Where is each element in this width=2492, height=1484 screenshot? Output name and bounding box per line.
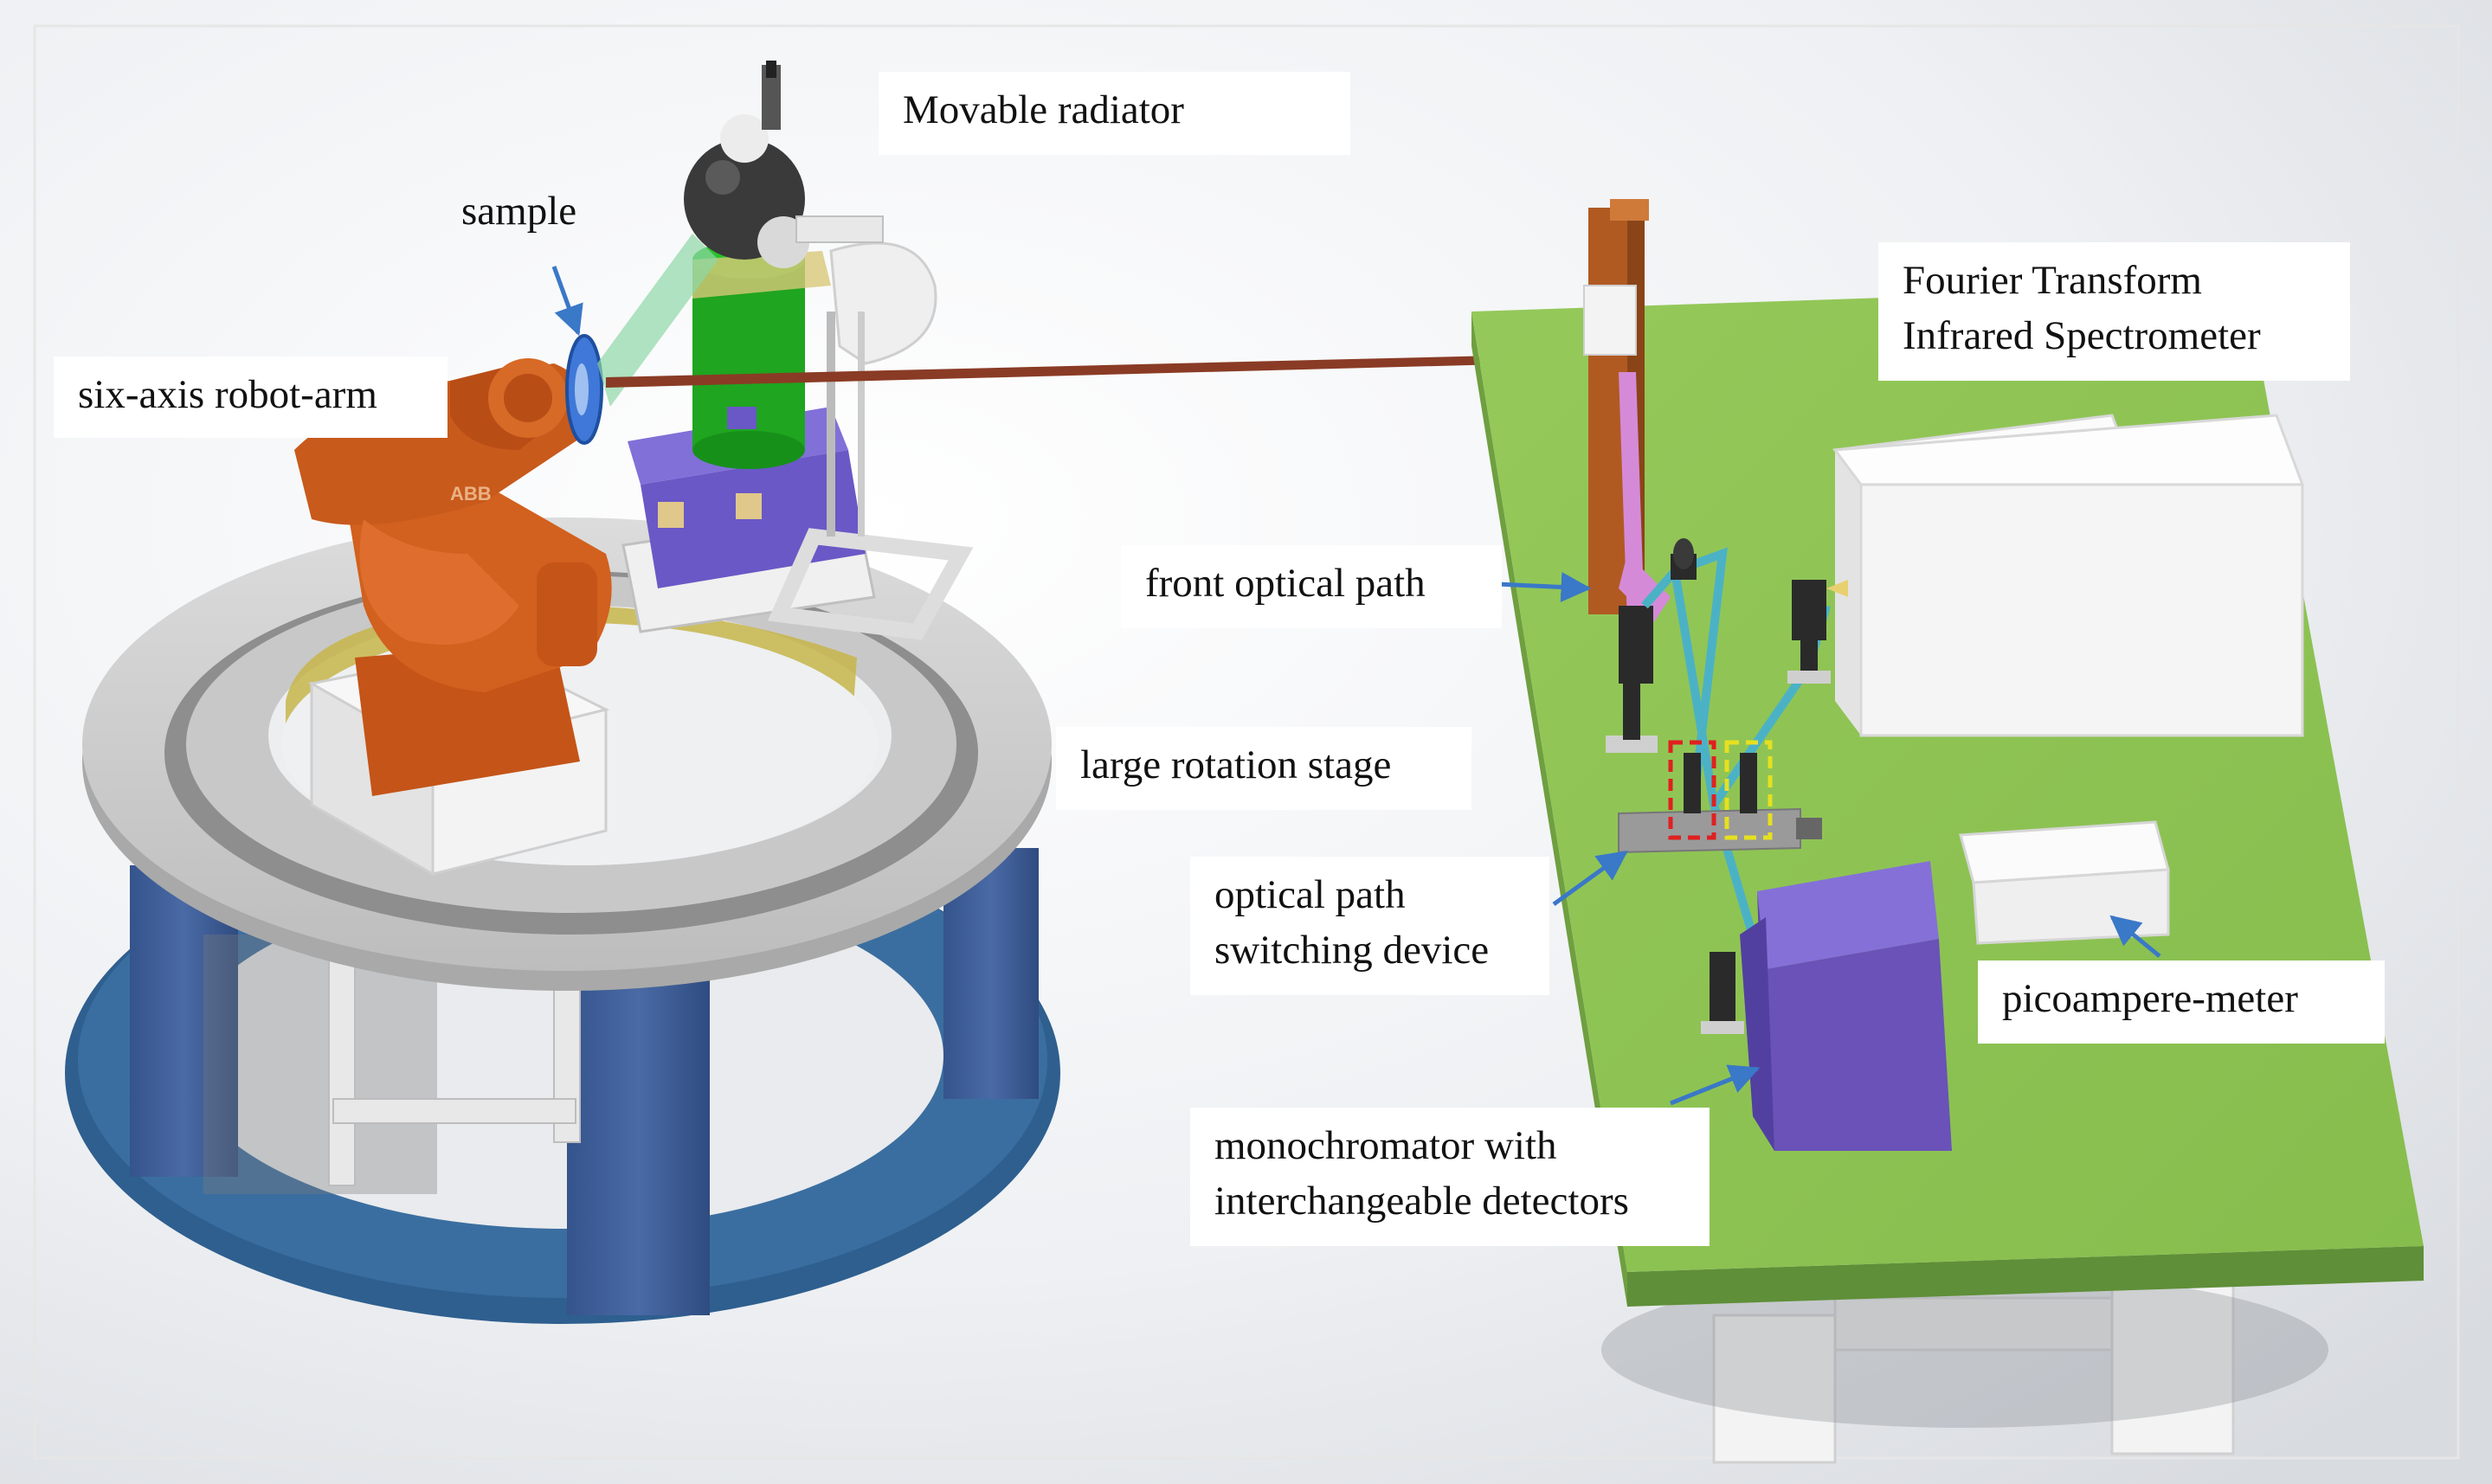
label-monochromator: monochromator with interchangeable detec…: [1190, 1108, 1710, 1246]
movable-radiator: [597, 61, 974, 640]
picoampere-meter-text: picoampere-meter: [2002, 976, 2298, 1021]
arrow-front-optical-path: [1497, 572, 1592, 602]
optical-beam-long: [606, 353, 1601, 388]
mirror-mount-2: [1787, 580, 1848, 684]
sample-holder: [565, 334, 603, 445]
sample-text: sample: [461, 189, 577, 234]
label-large-rotation-stage: large rotation stage: [1056, 727, 1471, 810]
front-optical-path: [1583, 199, 1671, 753]
red-highlight-box: [1668, 740, 1716, 840]
six-axis-robot-arm: ABB: [294, 358, 612, 796]
movable-radiator-text: Movable radiator: [903, 87, 1184, 132]
mirror-mount-1: [1671, 538, 1697, 580]
svg-text:ABB: ABB: [450, 483, 492, 504]
monochromator: [1740, 861, 1952, 1151]
label-six-axis-robot-arm: six-axis robot-arm: [54, 357, 448, 438]
frame-border: [33, 24, 2460, 1460]
arrow-sample: [551, 266, 583, 337]
front-optical-path-text: front optical path: [1145, 561, 1426, 606]
ftir-spectrometer: [1832, 414, 2305, 737]
table-leg-left: [1712, 1314, 1837, 1464]
optical-path-switching-device: [1618, 740, 1822, 854]
label-front-optical-path: front optical path: [1121, 545, 1502, 628]
label-movable-radiator: Movable radiator: [879, 72, 1350, 155]
ftir-text-line2: Infrared Spectrometer: [1903, 313, 2261, 358]
rotation-stage-text: large rotation stage: [1080, 742, 1392, 787]
arrow-picoampere-meter: [2109, 915, 2161, 958]
mirror-mount-3: [1701, 952, 1744, 1034]
label-optical-path-switching-device: optical path switching device: [1190, 857, 1549, 995]
arrow-monochromator: [1670, 1064, 1761, 1106]
label-ftir-spectrometer: Fourier Transform Infrared Spectrometer: [1878, 242, 2350, 381]
label-sample: sample: [437, 173, 610, 249]
picoampere-meter: [1959, 820, 2170, 945]
label-picoampere-meter: picoampere-meter: [1978, 960, 2385, 1044]
switching-text-line1: optical path: [1214, 872, 1406, 917]
table-leg-right: [2110, 1279, 2235, 1455]
switching-text-line2: switching device: [1214, 928, 1490, 973]
label-arrows: [551, 266, 2161, 1106]
ftir-text-line1: Fourier Transform: [1903, 258, 2202, 303]
arrow-switching-device: [1552, 850, 1628, 907]
monochromator-text-line2: interchangeable detectors: [1214, 1179, 1629, 1224]
yellow-highlight-box: [1724, 740, 1773, 840]
robot-arm-text: six-axis robot-arm: [78, 372, 377, 417]
monochromator-text-line1: monochromator with: [1214, 1123, 1557, 1168]
